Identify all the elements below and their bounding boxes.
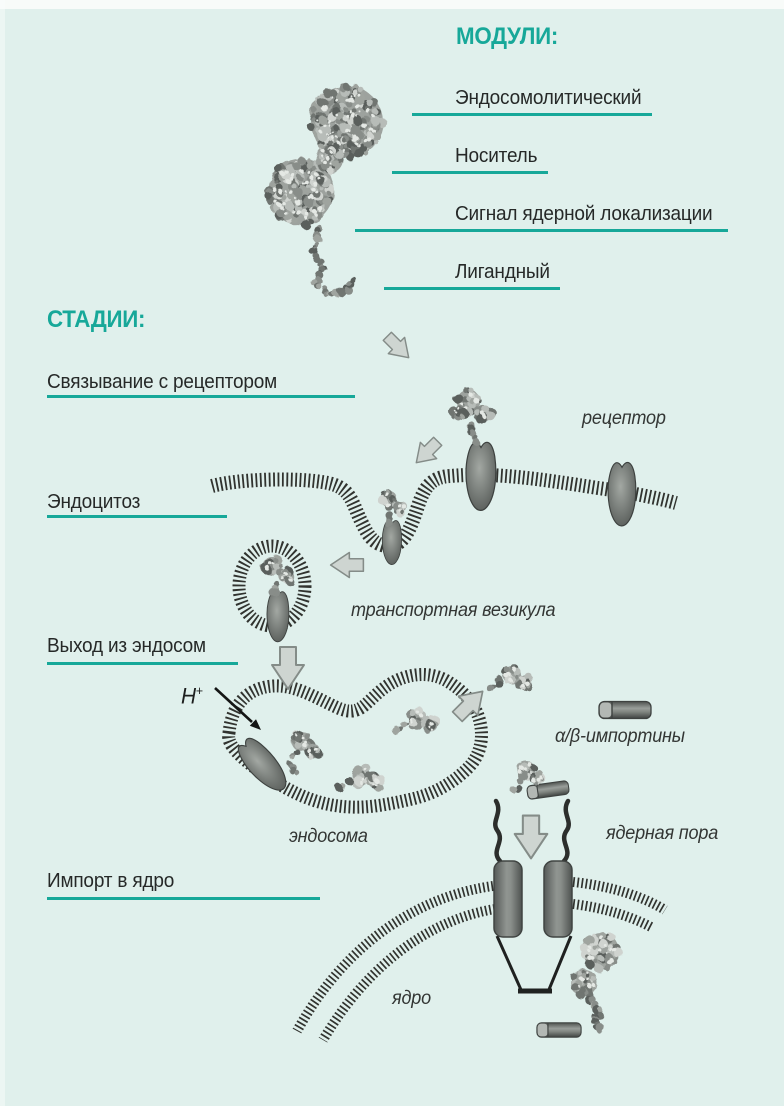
flow-arrows [271,327,549,860]
proton-label: H [181,683,196,709]
annotation-endosome: эндосома [289,826,368,847]
stage-underline [47,515,227,518]
page-edge-left [0,0,5,1106]
importin-icon [598,700,652,720]
receptor-free-icon [607,461,637,527]
arrow-down-icon [271,646,305,690]
stage-underline [47,897,320,900]
stage-underline [47,662,238,665]
stage-label-endosome-escape: Выход из эндосом [47,635,206,657]
protein-molecules [259,83,623,1034]
nuclear-basket [495,935,573,994]
nuclear-pore-complex [493,860,573,938]
nuclear-envelope [292,877,668,1043]
annotation-nucleus: ядро [392,988,431,1009]
annotation-receptor: рецептор [582,408,666,429]
annotation-importins: α/β-импортины [555,726,685,747]
proton-arrow [214,687,261,730]
annotation-proton: H+ [181,683,203,709]
module-underline [384,287,560,290]
arrow-down-right-icon [378,327,418,367]
arrow-left-icon [329,551,365,579]
receptor-bound-icon [465,441,497,512]
module-underline [355,229,728,232]
module-label-endosomolytic: Эндосомолитический [455,87,642,109]
annotation-transport-vesicle: транспортная везикула [351,600,556,621]
module-underline [412,113,652,116]
importin-cargo-icon [525,779,571,801]
stage-label-nuclear-import: Импорт в ядро [47,870,175,892]
arrow-into-pore-icon [513,814,549,860]
module-label-carrier: Носитель [455,145,538,167]
receptor-in-pit-icon [381,520,402,565]
pore-filaments [493,798,571,864]
proton-superscript: + [195,683,203,698]
endosome-membrane [222,668,488,814]
annotation-nuclear-pore: ядерная пора [606,823,719,844]
cell-membrane [210,467,678,554]
stage-label-endocytosis: Эндоцитоз [47,491,141,513]
module-label-nls: Сигнал ядерной локализации [455,203,713,225]
modules-title: МОДУЛИ: [456,23,559,50]
stage-label-receptor-binding: Связывание с рецептором [47,371,277,393]
stage-underline [47,395,355,398]
module-underline [392,171,548,174]
arrow-up-right-icon [446,680,494,728]
stages-title: СТАДИИ: [47,306,146,333]
arrow-down-left-icon [407,432,447,472]
importin-nucleus-icon [536,1022,582,1038]
module-label-ligand: Лигандный [455,261,550,283]
receptor-in-vesicle-icon [266,591,290,643]
page-edge-top [0,0,784,9]
